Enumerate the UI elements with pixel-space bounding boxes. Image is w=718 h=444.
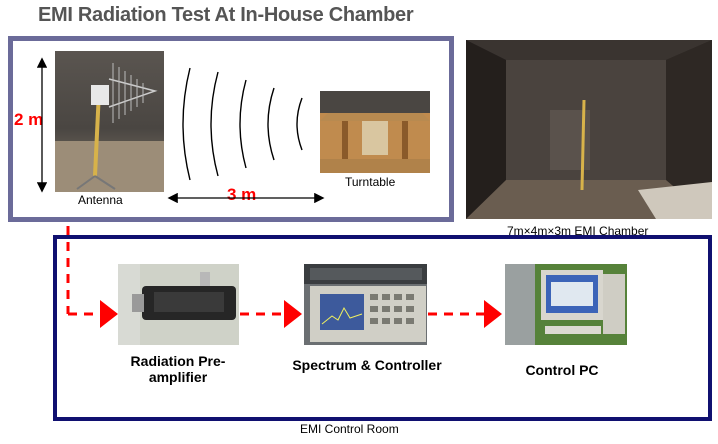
radiation-waves — [183, 68, 302, 180]
arrowhead-to-preamp — [100, 300, 118, 328]
arrowhead-to-spectrum — [284, 300, 302, 328]
signal-path — [68, 226, 486, 314]
arrowhead-to-pc — [484, 300, 502, 328]
